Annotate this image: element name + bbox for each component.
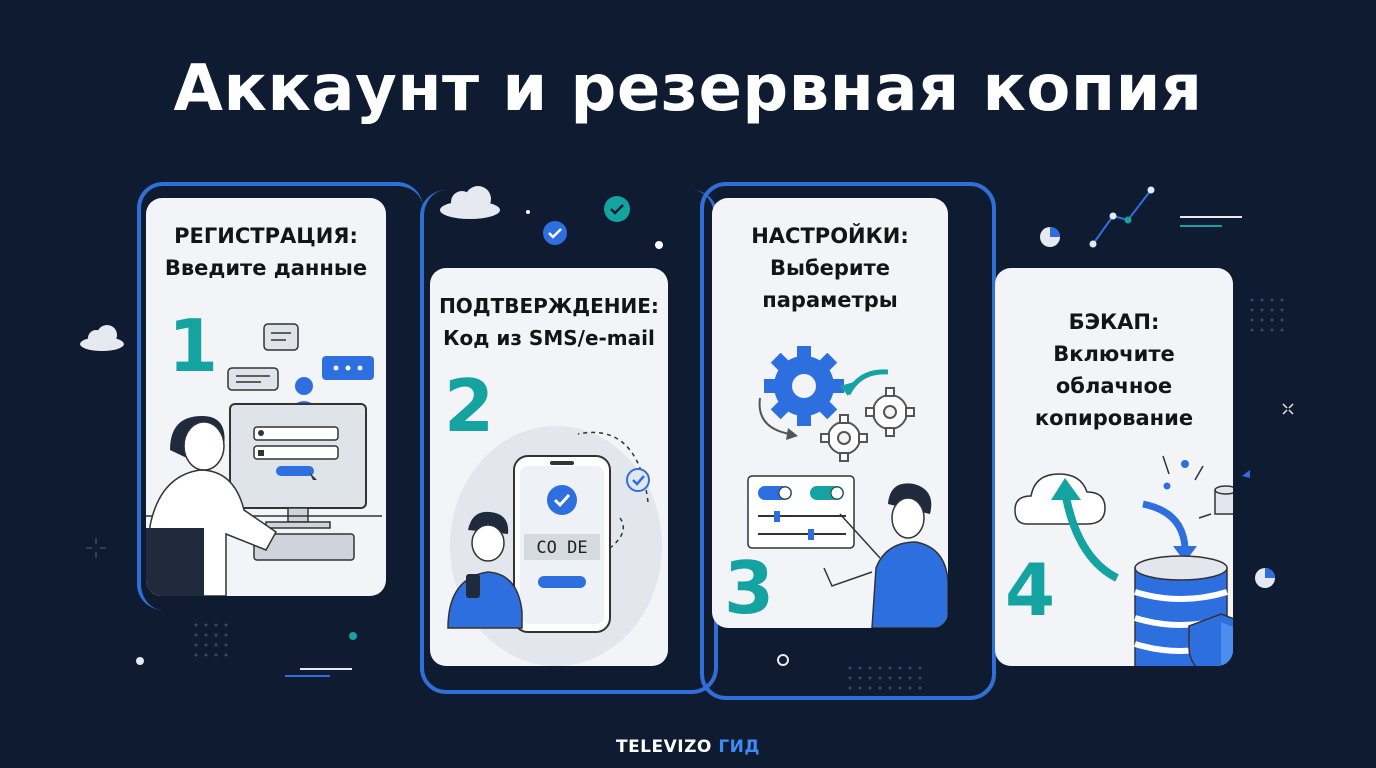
step-4-card: БЭКАП: Включите облачное копирование 4 <box>995 268 1233 666</box>
toggle-icon <box>758 486 792 500</box>
chat-bubble-icon <box>322 356 374 380</box>
pie-chart-icon <box>1040 227 1060 247</box>
step-3-line2: Выберите <box>769 256 891 280</box>
check-icon <box>543 221 567 245</box>
step-1-number: 1 <box>168 304 219 388</box>
gear-icon <box>865 387 915 437</box>
toggle-icon <box>810 486 844 500</box>
monitor-icon <box>229 403 367 529</box>
step-1-line2: Введите данные <box>164 256 368 280</box>
slider-icon <box>758 515 846 535</box>
step-3-line1: НАСТРОЙКИ: <box>751 224 909 248</box>
step-2-heading: ПОДТВЕРЖДЕНИЕ: Код из SMS/e-mail <box>430 290 668 354</box>
step-1-line1: РЕГИСТРАЦИЯ: <box>174 224 358 248</box>
database-icon <box>1214 485 1233 515</box>
step-1-heading: РЕГИСТРАЦИЯ: Введите данные <box>146 220 386 284</box>
chat-bubble-icon <box>227 367 279 391</box>
check-icon <box>604 196 630 222</box>
step-4-number: 4 <box>1005 548 1056 632</box>
backup-illustration <box>1014 455 1233 666</box>
step-2-number: 2 <box>444 364 495 448</box>
phone-icon <box>513 455 611 633</box>
step-4-line1: БЭКАП: <box>1068 310 1160 334</box>
shield-icon <box>1188 613 1233 666</box>
brand-footer: TELEVIZO ГИД <box>0 737 1376 757</box>
step-4-heading: БЭКАП: Включите облачное копирование <box>995 306 1233 434</box>
brand-guide: ГИД <box>718 737 761 757</box>
confirmation-illustration <box>447 426 662 666</box>
step-2-line2: Код из SMS/e-mail <box>443 326 655 350</box>
arrow-icon <box>840 369 889 396</box>
step-4-line3: облачное <box>1055 374 1173 398</box>
settings-illustration <box>747 346 948 628</box>
step-4-line2: Включите <box>1053 342 1175 366</box>
gear-icon <box>764 346 844 426</box>
step-3-heading: НАСТРОЙКИ: Выберите параметры <box>712 220 948 316</box>
check-icon <box>626 468 650 492</box>
step-1-frame <box>137 182 423 610</box>
cloud-icon <box>80 325 124 351</box>
brand-name: TELEVIZO <box>615 737 712 757</box>
chat-bubble-icon <box>263 323 299 351</box>
registration-illustration <box>146 323 382 596</box>
step-2-line1: ПОДТВЕРЖДЕНИЕ: <box>439 294 659 318</box>
arrow-icon <box>1051 478 1119 582</box>
pie-chart-icon <box>1255 568 1275 588</box>
step-4-line4: копирование <box>1034 406 1194 430</box>
step-3-card: НАСТРОЙКИ: Выберите параметры 3 <box>712 198 948 628</box>
verification-code: CO DE <box>536 538 588 558</box>
arrow-icon <box>758 397 798 440</box>
step-3-frame <box>700 182 996 700</box>
arrow-icon <box>1142 500 1197 562</box>
step-2-card: ПОДТВЕРЖДЕНИЕ: Код из SMS/e-mail 2 CO DE <box>430 268 668 666</box>
gear-icon <box>820 414 868 462</box>
step-3-number: 3 <box>724 546 775 628</box>
line-chart-icon <box>1092 189 1152 245</box>
step-3-line3: параметры <box>762 288 898 312</box>
page-title: Аккаунт и резервная копия <box>173 52 1203 126</box>
step-1-card: РЕГИСТРАЦИЯ: Введите данные 1 <box>146 198 386 596</box>
cloud-icon <box>440 186 500 219</box>
